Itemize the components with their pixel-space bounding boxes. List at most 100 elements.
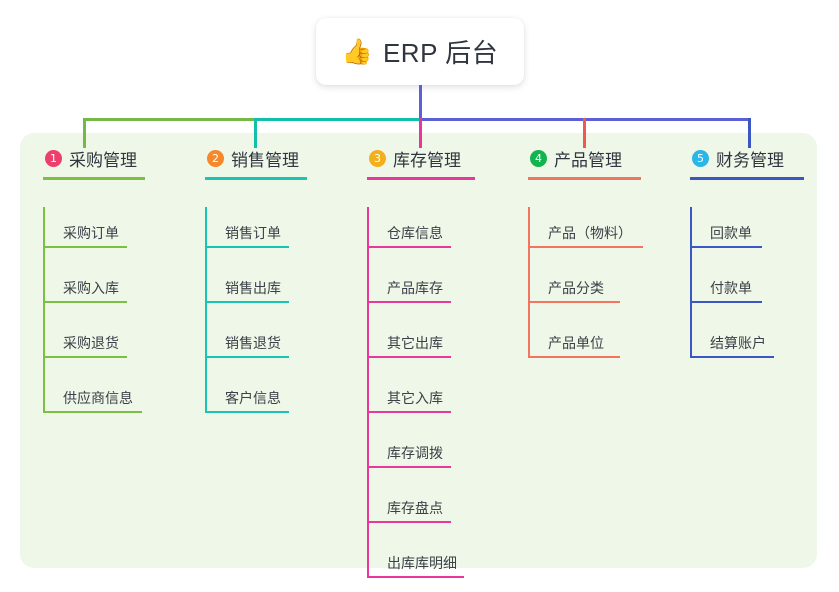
- leaf-item-label: 供应商信息: [63, 390, 133, 406]
- branch-column-5: 5 财务管理回款单付款单结算账户: [690, 146, 804, 372]
- leaf-item-underline: [205, 356, 289, 358]
- branch-header-label: 采购管理: [69, 150, 137, 170]
- branch-spine-connector: [43, 207, 45, 413]
- leaf-item[interactable]: 销售出库: [205, 262, 299, 317]
- branch-header-2[interactable]: 2 销售管理: [205, 146, 307, 180]
- branch-header-1[interactable]: 1 采购管理: [43, 146, 145, 180]
- leaf-item[interactable]: 其它入库: [367, 372, 461, 427]
- leaf-item[interactable]: 产品单位: [528, 317, 622, 372]
- leaf-item-underline: [528, 246, 643, 248]
- branch-spine-connector: [205, 207, 207, 413]
- leaf-item[interactable]: 采购入库: [43, 262, 137, 317]
- leaf-item-label: 其它出库: [387, 335, 443, 351]
- branch-spine-connector: [367, 207, 369, 578]
- branch-header-5[interactable]: 5 财务管理: [690, 146, 804, 180]
- leaf-item-label: 结算账户: [710, 335, 766, 351]
- leaf-item-underline: [367, 411, 451, 413]
- leaf-item-underline: [205, 411, 289, 413]
- leaf-item-underline: [367, 466, 451, 468]
- branch-header-underline: [205, 177, 307, 180]
- leaf-item-underline: [690, 301, 762, 303]
- leaf-item[interactable]: 库存盘点: [367, 482, 461, 537]
- leaf-item-label: 其它入库: [387, 390, 443, 406]
- branch-leaf-list: 回款单付款单结算账户: [690, 207, 784, 372]
- leaf-item-label: 仓库信息: [387, 225, 443, 241]
- leaf-item[interactable]: 采购订单: [43, 207, 137, 262]
- leaf-item-label: 产品分类: [548, 280, 604, 296]
- leaf-item[interactable]: 产品（物料）: [528, 207, 643, 262]
- leaf-item-underline: [205, 246, 289, 248]
- branch-header-underline: [528, 177, 641, 180]
- leaf-item-underline: [43, 356, 127, 358]
- leaf-item-underline: [690, 246, 762, 248]
- branch-header-underline: [690, 177, 804, 180]
- leaf-item-underline: [528, 356, 620, 358]
- leaf-item-label: 销售订单: [225, 225, 281, 241]
- branch-column-2: 2 销售管理销售订单销售出库销售退货客户信息: [205, 146, 307, 427]
- leaf-item-underline: [205, 301, 289, 303]
- leaf-item-label: 采购退货: [63, 335, 119, 351]
- trunk-mid-teal: [255, 118, 421, 121]
- branch-header-label: 库存管理: [393, 150, 461, 170]
- leaf-item-label: 回款单: [710, 225, 752, 241]
- leaf-item-label: 出库库明细: [387, 555, 457, 571]
- branch-leaf-list: 仓库信息产品库存其它出库其它入库库存调拨库存盘点出库库明细: [367, 207, 464, 592]
- branch-header-label: 产品管理: [554, 150, 622, 170]
- branch-badge-icon: 4: [530, 149, 547, 167]
- root-node[interactable]: 👍 ERP 后台: [316, 18, 524, 85]
- leaf-item[interactable]: 销售订单: [205, 207, 299, 262]
- leaf-item-underline: [43, 246, 127, 248]
- branch-header-underline: [43, 177, 145, 180]
- branch-spine-connector: [528, 207, 530, 358]
- branch-spine-connector: [690, 207, 692, 358]
- leaf-item-label: 产品单位: [548, 335, 604, 351]
- leaf-item-label: 库存盘点: [387, 500, 443, 516]
- leaf-item-label: 销售出库: [225, 280, 281, 296]
- branch-column-4: 4 产品管理产品（物料） 产品分类产品单位: [528, 146, 643, 372]
- leaf-item[interactable]: 回款单: [690, 207, 784, 262]
- leaf-item-label: 客户信息: [225, 390, 281, 406]
- leaf-item[interactable]: 客户信息: [205, 372, 299, 427]
- drop-connector-col3: [419, 118, 422, 148]
- branch-badge-icon: 1: [45, 149, 62, 167]
- leaf-item-label: 采购订单: [63, 225, 119, 241]
- leaf-item[interactable]: 产品库存: [367, 262, 461, 317]
- leaf-item-label: 付款单: [710, 280, 752, 296]
- leaf-item-underline: [367, 246, 451, 248]
- leaf-item-label: 产品（物料）: [548, 225, 632, 241]
- leaf-item-underline: [367, 576, 464, 578]
- leaf-item[interactable]: 结算账户: [690, 317, 784, 372]
- root-stem-connector: [419, 85, 422, 120]
- leaf-item-label: 库存调拨: [387, 445, 443, 461]
- branch-header-label: 销售管理: [231, 150, 299, 170]
- branch-leaf-list: 产品（物料） 产品分类产品单位: [528, 207, 643, 372]
- leaf-item-underline: [367, 356, 451, 358]
- trunk-left-green: [83, 118, 256, 121]
- branch-header-underline: [367, 177, 475, 180]
- leaf-item-underline: [528, 301, 620, 303]
- branch-header-4[interactable]: 4 产品管理: [528, 146, 641, 180]
- leaf-item[interactable]: 库存调拨: [367, 427, 461, 482]
- branch-badge-icon: 2: [207, 149, 224, 167]
- drop-connector-col4: [583, 118, 586, 148]
- drop-connector-col2: [254, 118, 257, 148]
- leaf-item-underline: [367, 301, 451, 303]
- leaf-item-underline: [43, 411, 142, 413]
- leaf-item-label: 销售退货: [225, 335, 281, 351]
- drop-connector-col1: [83, 118, 86, 148]
- leaf-item[interactable]: 销售退货: [205, 317, 299, 372]
- leaf-item[interactable]: 付款单: [690, 262, 784, 317]
- leaf-item[interactable]: 其它出库: [367, 317, 461, 372]
- leaf-item-underline: [690, 356, 774, 358]
- branch-badge-icon: 5: [692, 149, 709, 167]
- leaf-item[interactable]: 仓库信息: [367, 207, 461, 262]
- leaf-item[interactable]: 采购退货: [43, 317, 137, 372]
- leaf-item[interactable]: 供应商信息: [43, 372, 142, 427]
- branch-header-label: 财务管理: [716, 150, 784, 170]
- branch-column-1: 1 采购管理采购订单采购入库采购退货供应商信息: [43, 146, 145, 427]
- leaf-item[interactable]: 产品分类: [528, 262, 622, 317]
- leaf-item[interactable]: 出库库明细: [367, 537, 464, 592]
- leaf-item-label: 产品库存: [387, 280, 443, 296]
- branch-panel: [20, 133, 817, 568]
